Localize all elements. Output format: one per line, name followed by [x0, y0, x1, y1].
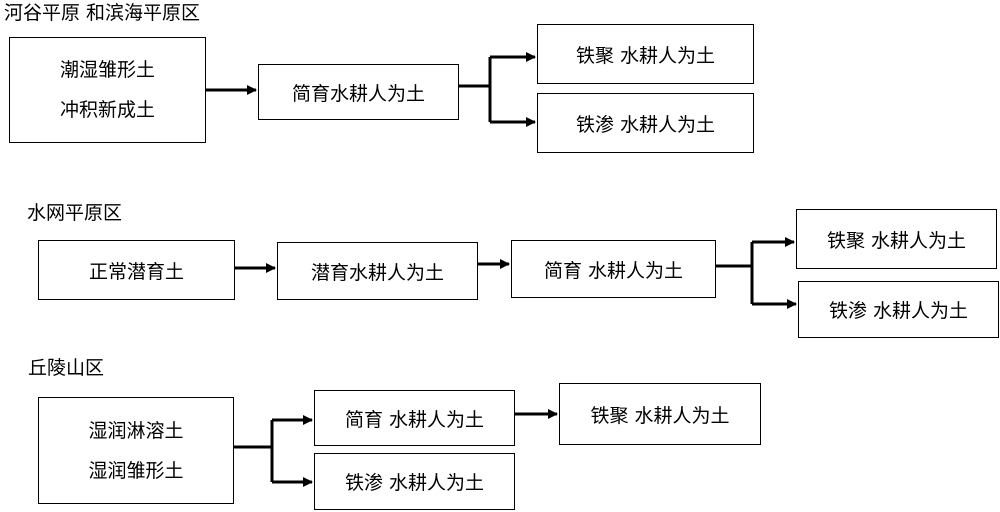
section-label-hill: 丘陵山区	[28, 357, 105, 379]
box-water-top: 铁聚 水耕人为土	[796, 209, 997, 269]
section-label-valley: 河谷平原 和滨海平原区	[4, 2, 201, 24]
box-hill-top: 简育 水耕人为土	[314, 390, 515, 446]
box-valley-source: 潮湿雏形土 冲积新成土	[9, 37, 206, 143]
box-hill-right: 铁聚 水耕人为土	[559, 383, 761, 445]
box-water-bottom: 铁渗 水耕人为土	[798, 281, 999, 338]
box-water-3: 简育 水耕人为土	[511, 240, 716, 298]
box-valley-source-line1: 潮湿雏形土	[59, 59, 155, 81]
box-hill-bottom: 铁渗 水耕人为土	[314, 453, 515, 510]
box-valley-middle: 简育水耕人为土	[258, 64, 459, 120]
box-valley-bottom: 铁渗 水耕人为土	[537, 93, 754, 153]
box-valley-top: 铁聚 水耕人为土	[537, 24, 754, 84]
section-label-water: 水网平原区	[27, 202, 123, 224]
box-hill-source-line2: 湿润雏形土	[88, 459, 184, 482]
box-hill-source: 湿润淋溶土 湿润雏形土	[38, 397, 234, 504]
box-valley-source-line2: 冲积新成土	[59, 99, 155, 121]
box-water-2: 潜育水耕人为土	[277, 242, 478, 300]
box-water-1: 正常潜育土	[38, 240, 235, 300]
box-hill-source-line1: 湿润淋溶土	[88, 419, 184, 442]
